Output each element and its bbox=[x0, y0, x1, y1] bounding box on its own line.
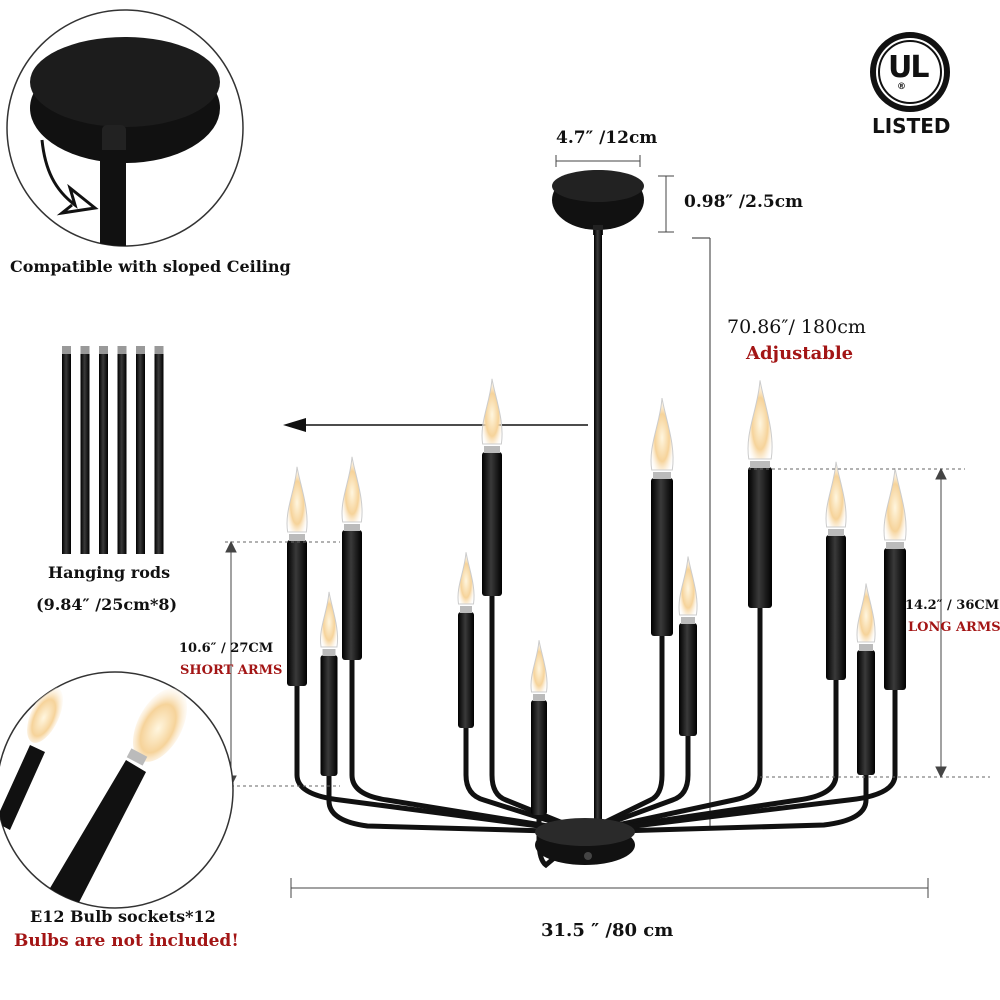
candle-light bbox=[825, 461, 847, 680]
hanging-rod bbox=[62, 346, 71, 554]
hanging-rod bbox=[136, 346, 145, 554]
curved-arrow-icon bbox=[40, 139, 99, 216]
chandelier-arm bbox=[349, 657, 588, 835]
candle-light bbox=[883, 467, 907, 690]
arrow-left-icon bbox=[283, 418, 588, 432]
ul-listed-text: LISTED bbox=[872, 114, 951, 138]
hanging-rods-title: Hanging rods bbox=[48, 563, 171, 582]
hanging-rod bbox=[99, 346, 108, 554]
short-arms-size: 10.6″ / 27CM bbox=[179, 641, 274, 656]
candle-light bbox=[457, 552, 475, 728]
candle-light bbox=[650, 397, 674, 636]
ul-listed-logo bbox=[870, 32, 950, 112]
adjustable-label: Adjustable bbox=[746, 343, 854, 364]
dotted-guides bbox=[225, 468, 990, 787]
candle-light bbox=[320, 591, 339, 776]
chandelier-candles bbox=[286, 378, 907, 815]
canopy-height-line bbox=[658, 175, 674, 233]
long-arms-dimension-line bbox=[935, 467, 947, 779]
ul-registered-mark: ® bbox=[897, 82, 906, 92]
chandelier-arm bbox=[326, 773, 588, 835]
chandelier-arm bbox=[582, 677, 839, 835]
diameter-label: 31.5 ″ /80 cm bbox=[541, 920, 674, 941]
chandelier-arm bbox=[294, 683, 588, 835]
chandelier-arms bbox=[294, 593, 898, 869]
center-hub bbox=[535, 818, 635, 865]
sloped-ceiling-inset bbox=[6, 9, 244, 247]
bulbs-not-included-note: Bulbs are not included! bbox=[14, 931, 239, 951]
candle-light bbox=[747, 380, 773, 608]
chandelier-arm bbox=[582, 687, 898, 835]
long-arms-size: 14.2″ / 36CM bbox=[905, 598, 1000, 613]
long-arms-label: LONG ARMS bbox=[908, 620, 1000, 635]
candle-light bbox=[341, 456, 363, 660]
chandelier-arm bbox=[582, 605, 763, 835]
chandelier-arm bbox=[582, 772, 869, 835]
short-arms-label: SHORT ARMS bbox=[180, 663, 283, 678]
bulb-socket-inset bbox=[0, 671, 234, 909]
candle-light bbox=[856, 583, 876, 775]
chandelier-arm bbox=[582, 733, 691, 835]
hanging-rods-size: (9.84″ /25cm*8) bbox=[36, 595, 178, 614]
chandelier-arm bbox=[463, 725, 588, 835]
chandelier-arm bbox=[489, 593, 588, 835]
candle-light bbox=[678, 556, 698, 736]
candle-light bbox=[481, 378, 503, 596]
total-height-label: 70.86″/ 180cm bbox=[727, 316, 866, 338]
chandelier-arm bbox=[582, 633, 665, 835]
candle-light bbox=[286, 466, 308, 686]
canopy-width-line bbox=[555, 155, 641, 167]
hanging-rod bbox=[80, 346, 90, 554]
total-height-line bbox=[692, 237, 711, 830]
sloped-ceiling-caption: Compatible with sloped Ceiling bbox=[10, 257, 291, 276]
hanging-rod bbox=[117, 346, 127, 554]
main-rod bbox=[594, 230, 602, 830]
diameter-dimension-line bbox=[290, 878, 929, 898]
bulb-sockets-caption: E12 Bulb sockets*12 bbox=[30, 907, 216, 926]
ul-letters: UL bbox=[888, 50, 930, 85]
candle-light bbox=[530, 640, 548, 815]
hanging-rod bbox=[154, 346, 164, 554]
canopy bbox=[552, 170, 644, 235]
canopy-width-label: 4.7″ /12cm bbox=[556, 128, 658, 148]
canopy-height-label: 0.98″ /2.5cm bbox=[684, 192, 804, 212]
hanging-rods-group bbox=[62, 346, 164, 554]
